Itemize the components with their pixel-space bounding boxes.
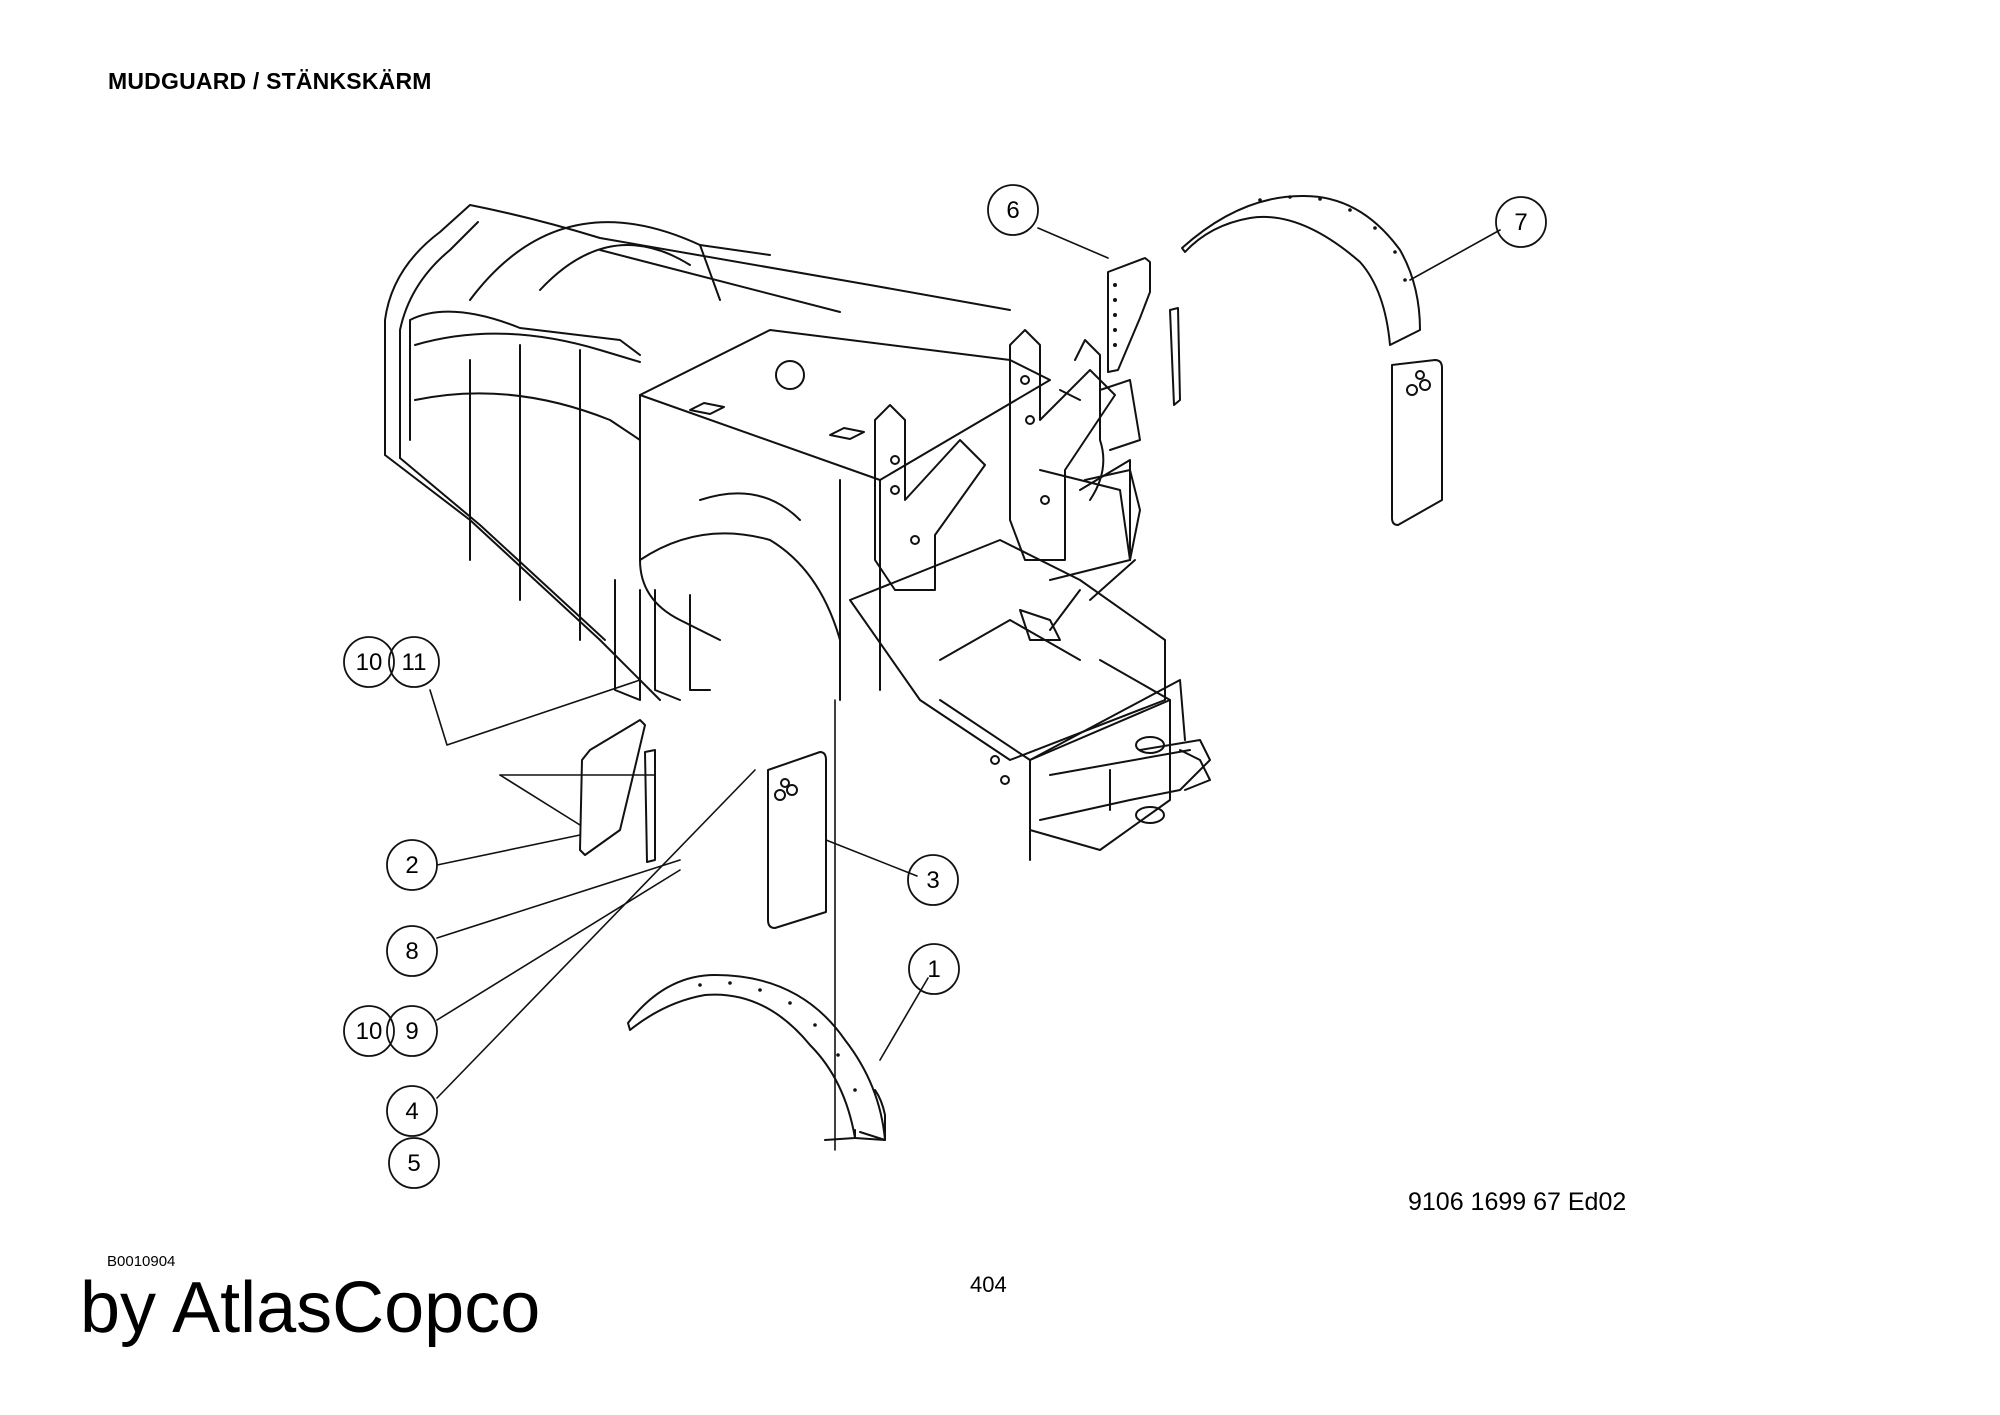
upper-mud-flap bbox=[1391, 359, 1443, 526]
callout-8: 8 bbox=[386, 925, 438, 977]
brand-watermark: by AtlasCopco bbox=[80, 1268, 541, 1348]
callout-7: 7 bbox=[1495, 196, 1547, 248]
part-2-shield bbox=[579, 719, 646, 856]
page-title: MUDGUARD / STÄNKSKÄRM bbox=[108, 68, 432, 94]
callout-2-label: 2 bbox=[405, 852, 418, 879]
leader-lines bbox=[429, 227, 1501, 1151]
part-7-holes bbox=[1258, 195, 1407, 282]
callout-10-lower: 10 bbox=[343, 1005, 395, 1057]
callout-4: 4 bbox=[386, 1085, 438, 1137]
callout-9-label: 9 bbox=[405, 1018, 418, 1045]
callout-5-label: 5 bbox=[407, 1150, 420, 1177]
callout-2: 2 bbox=[386, 839, 438, 891]
callout-7-label: 7 bbox=[1514, 209, 1527, 236]
callout-3: 3 bbox=[907, 854, 959, 906]
part-8-strip bbox=[644, 749, 656, 863]
part-3-mud-flap bbox=[767, 751, 827, 929]
part-6-plate bbox=[1107, 257, 1151, 373]
part-1-mudguard bbox=[627, 974, 886, 1141]
callout-6-label: 6 bbox=[1006, 197, 1019, 224]
callout-4-label: 4 bbox=[405, 1098, 418, 1125]
callout-1: 1 bbox=[908, 943, 960, 995]
document-number: 9106 1699 67 Ed02 bbox=[1408, 1188, 1627, 1216]
part-7-mudguard bbox=[1181, 194, 1421, 346]
callout-10-upper-label: 10 bbox=[356, 649, 383, 676]
callout-10-upper: 10 bbox=[343, 636, 395, 688]
drawing-code: B0010904 bbox=[107, 1253, 176, 1270]
callout-8-label: 8 bbox=[405, 938, 418, 965]
part-6-holes bbox=[1113, 283, 1117, 347]
callout-6: 6 bbox=[987, 184, 1039, 236]
callout-3-label: 3 bbox=[926, 867, 939, 894]
callout-11-label: 11 bbox=[402, 649, 427, 676]
machine-frame bbox=[384, 204, 1211, 861]
upper-bracket-strip bbox=[1169, 307, 1181, 406]
callout-5: 5 bbox=[388, 1137, 440, 1189]
part-1-holes bbox=[698, 981, 857, 1092]
callout-10-lower-label: 10 bbox=[356, 1018, 383, 1045]
page-number: 404 bbox=[970, 1272, 1007, 1297]
callout-1-label: 1 bbox=[927, 956, 940, 983]
callout-11: 11 bbox=[388, 636, 440, 688]
callout-9: 9 bbox=[386, 1005, 438, 1057]
